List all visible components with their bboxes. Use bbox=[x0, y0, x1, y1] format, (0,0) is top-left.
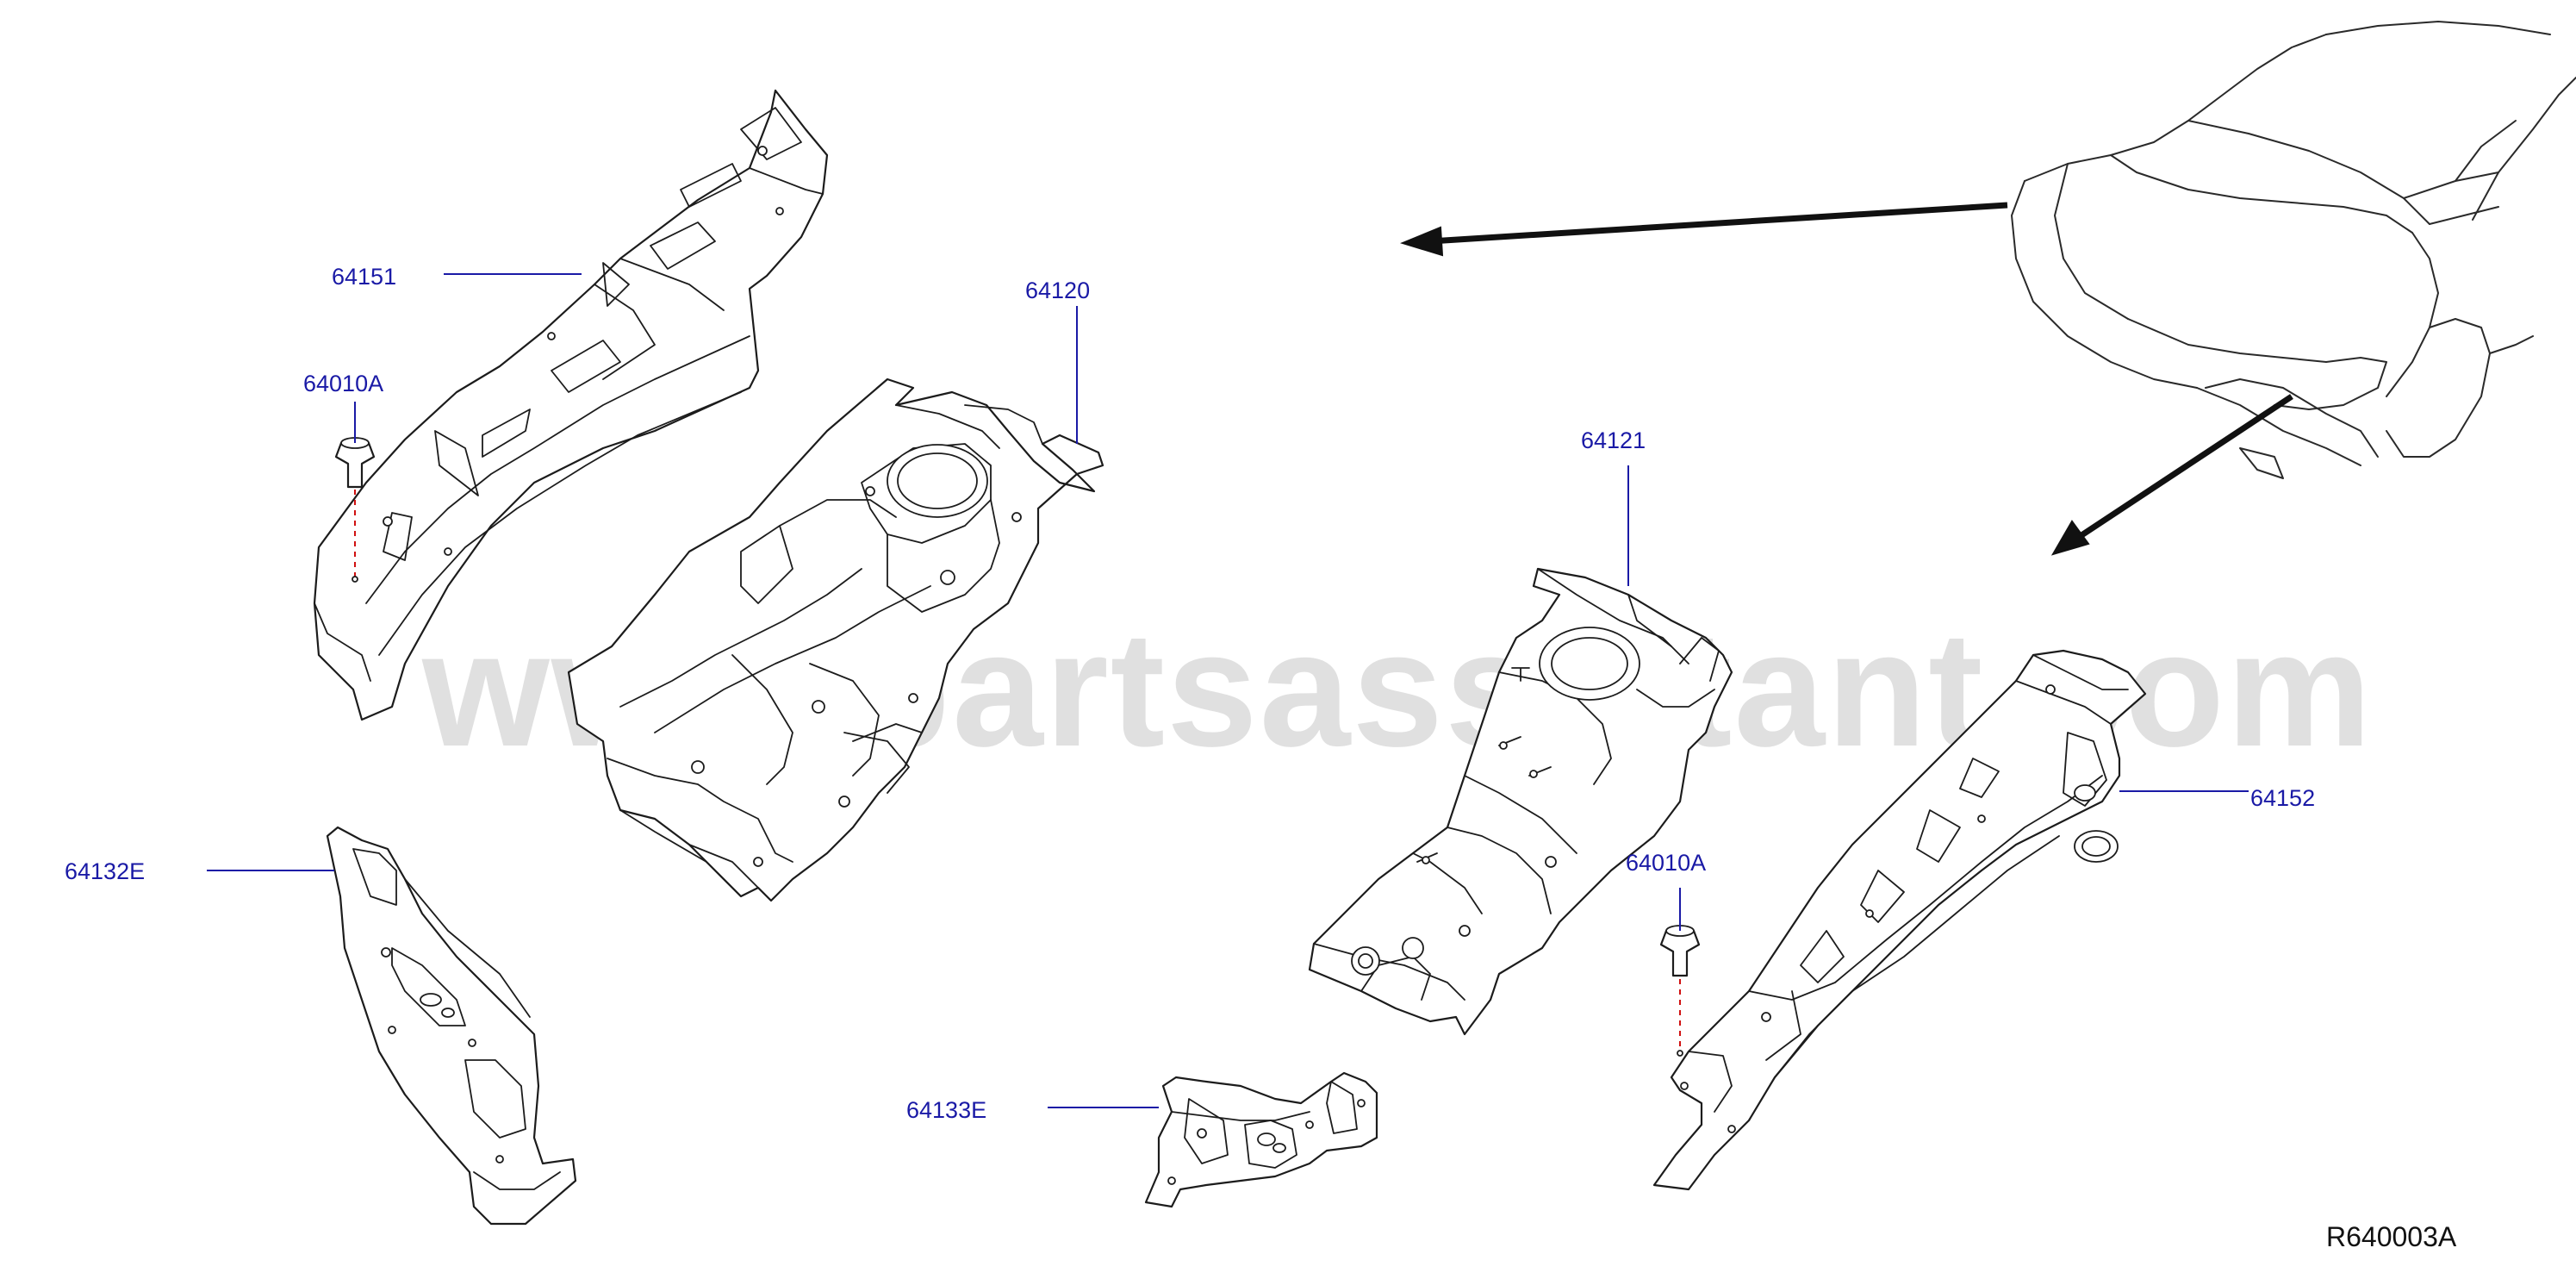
direction-arrows bbox=[1400, 202, 2293, 556]
label-64151: 64151 bbox=[332, 264, 396, 290]
part-64010A-clip-left[interactable] bbox=[334, 437, 376, 583]
label-64010A-right: 64010A bbox=[1626, 850, 1706, 876]
part-64121-apron-right[interactable] bbox=[1308, 567, 1733, 1036]
part-64010A-clip-right[interactable] bbox=[1659, 925, 1701, 1057]
part-64120-apron-left[interactable] bbox=[567, 377, 1104, 902]
part-64152-hoodledge-right[interactable] bbox=[1652, 649, 2147, 1191]
label-64121: 64121 bbox=[1581, 427, 1646, 453]
part-64133E-extension[interactable] bbox=[1144, 1071, 1378, 1208]
part-64132E-extension[interactable] bbox=[326, 826, 577, 1226]
label-64010A-left: 64010A bbox=[303, 371, 383, 396]
part-64151-hoodledge-left[interactable] bbox=[313, 89, 829, 721]
label-64152: 64152 bbox=[2250, 785, 2315, 811]
label-64133E: 64133E bbox=[906, 1097, 986, 1123]
car-front-view bbox=[2011, 21, 2576, 479]
reference-code: R640003A bbox=[2326, 1221, 2457, 1252]
label-64120: 64120 bbox=[1025, 278, 1090, 303]
leader-lines bbox=[207, 273, 2249, 1108]
label-64132E: 64132E bbox=[65, 858, 145, 884]
